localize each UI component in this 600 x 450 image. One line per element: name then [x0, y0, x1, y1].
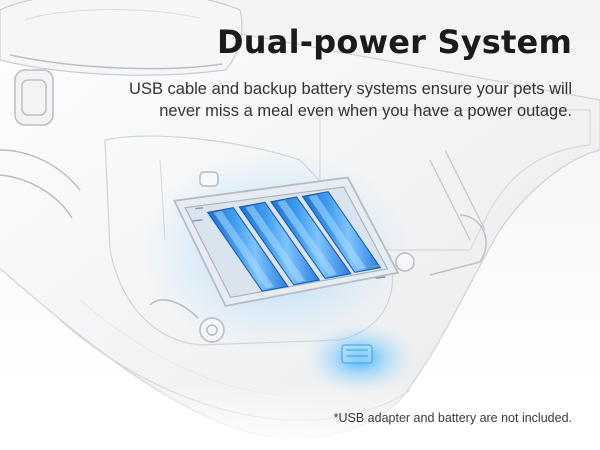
screw-boss-left — [149, 299, 225, 343]
battery-1 — [206, 207, 289, 292]
lid-rib — [24, 9, 201, 21]
right-ribs — [429, 149, 486, 241]
lid-curve — [0, 0, 243, 76]
battery-4 — [301, 191, 382, 273]
right-panel — [319, 109, 591, 251]
right-tab — [429, 214, 487, 276]
floor-fade — [0, 380, 600, 450]
screw-boss-top — [199, 171, 219, 187]
left-latch — [0, 69, 81, 219]
battery-compartment — [172, 176, 400, 308]
screw-boss-right — [395, 252, 415, 272]
battery-2 — [238, 201, 321, 286]
battery-3 — [270, 196, 352, 279]
headline: Dual-power System — [217, 23, 572, 61]
footnote: *USB adapter and battery are not include… — [333, 411, 572, 425]
led-component — [341, 344, 373, 364]
subtitle: USB cable and backup battery systems ens… — [102, 78, 572, 122]
lid-edge — [9, 54, 223, 70]
subtitle-line-1: USB cable and backup battery systems ens… — [129, 80, 572, 98]
battery-contacts — [192, 207, 386, 279]
subtitle-line-2: never miss a meal even when you have a p… — [159, 102, 572, 120]
